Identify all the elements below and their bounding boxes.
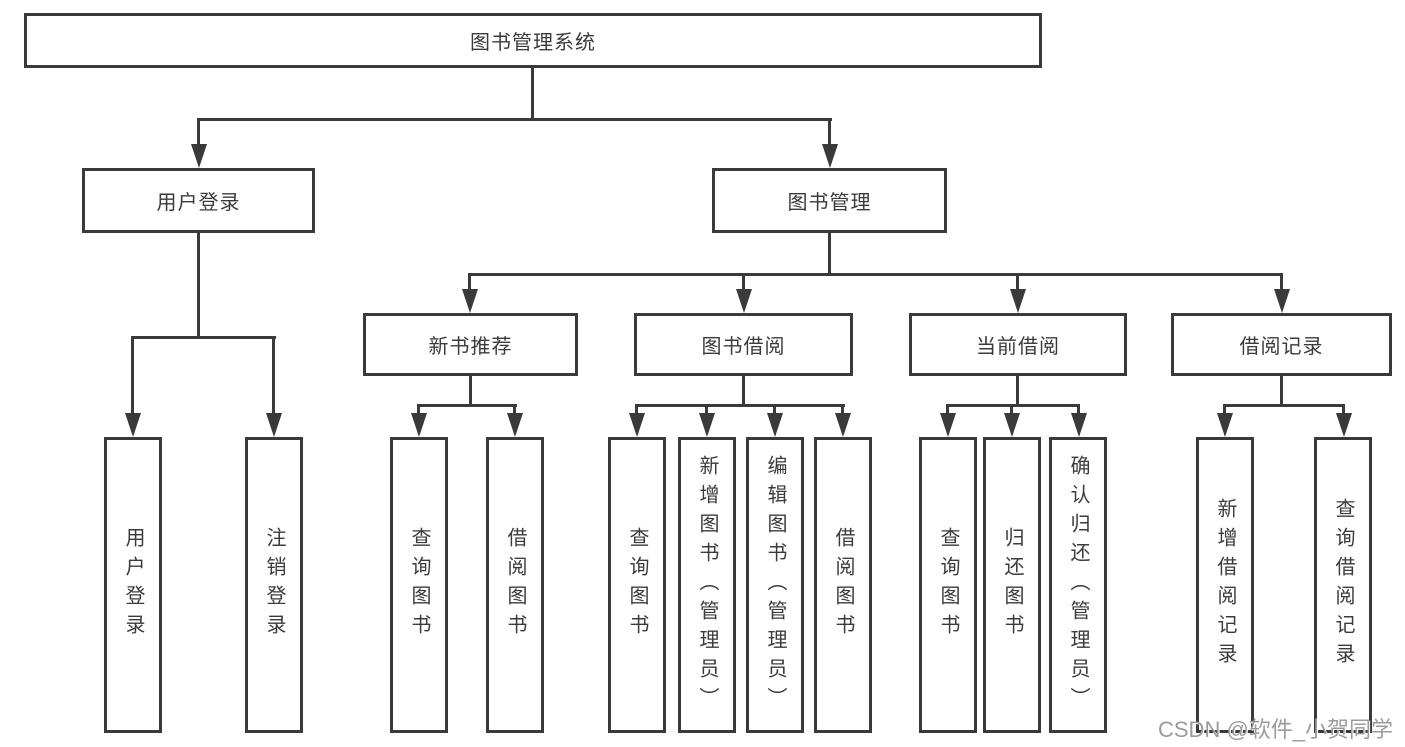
csdn-watermark: CSDN @软件_小贺同学 (1158, 717, 1394, 742)
connector-stem (742, 376, 745, 407)
connector-rail (635, 404, 845, 407)
node-new-book-recommend-label: 新书推荐 (428, 336, 513, 358)
leaf-return-books: 归还图书 (983, 437, 1041, 733)
leaf-add-borrow-record-label: 新增借阅记录 (1214, 498, 1236, 672)
connector-shaft (1342, 404, 1345, 415)
connector-shaft (635, 404, 638, 415)
leaf-edit-books-admin-label: 编辑图书（管理员） (764, 454, 786, 716)
leaf-query-borrow-record-label: 查询借阅记录 (1332, 498, 1354, 672)
node-book-borrow: 图书借阅 (634, 313, 853, 376)
arrow-down-icon (125, 413, 141, 437)
arrow-down-icon (629, 413, 645, 437)
leaf-query-books-borrow: 查询图书 (608, 437, 666, 733)
leaf-query-books-current-label: 查询图书 (937, 527, 959, 643)
connector-shaft (742, 273, 745, 291)
arrow-down-icon (822, 144, 838, 168)
node-borrow-record: 借阅记录 (1171, 313, 1392, 376)
connector-stem (469, 376, 472, 407)
arrow-down-icon (1336, 413, 1352, 437)
connector-shaft (131, 336, 134, 415)
node-user-login-label: 用户登录 (156, 192, 241, 214)
connector-stem (197, 233, 200, 336)
connector-rail (946, 404, 1080, 407)
arrow-down-icon (767, 413, 783, 437)
leaf-borrow-books-recommend: 借阅图书 (486, 437, 544, 733)
node-current-borrow: 当前借阅 (909, 313, 1127, 376)
connector-shaft (417, 404, 420, 415)
arrow-down-icon (1071, 413, 1087, 437)
connector-stem (1016, 376, 1019, 407)
connector-shaft (272, 336, 275, 415)
node-book-management: 图书管理 (712, 168, 947, 233)
connector-root-rail (198, 118, 832, 121)
leaf-query-books-recommend-label: 查询图书 (408, 527, 430, 643)
connector-rail (468, 273, 1283, 276)
connector-stem (1280, 376, 1283, 407)
connector-shaft (197, 118, 200, 146)
leaf-confirm-return-admin-label: 确认归还（管理员） (1067, 454, 1089, 716)
leaf-add-books-admin: 新增图书（管理员） (678, 437, 736, 733)
connector-shaft (946, 404, 949, 415)
connector-shaft (1016, 273, 1019, 291)
leaf-query-books-recommend: 查询图书 (390, 437, 448, 733)
leaf-add-borrow-record: 新增借阅记录 (1196, 437, 1254, 733)
connector-rail (417, 404, 517, 407)
arrow-down-icon (462, 289, 478, 313)
arrow-down-icon (507, 413, 523, 437)
leaf-user-login-label: 用户登录 (122, 527, 144, 643)
node-root-label: 图书管理系统 (470, 32, 596, 54)
arrow-down-icon (1010, 289, 1026, 313)
connector-rail (131, 336, 276, 339)
arrow-down-icon (266, 413, 282, 437)
leaf-logout-label: 注销登录 (263, 527, 285, 643)
leaf-add-books-admin-label: 新增图书（管理员） (696, 454, 718, 716)
leaf-return-books-label: 归还图书 (1001, 527, 1023, 643)
connector-shaft (841, 404, 844, 415)
node-book-borrow-label: 图书借阅 (701, 336, 786, 358)
connector-shaft (1077, 404, 1080, 415)
node-new-book-recommend: 新书推荐 (363, 313, 578, 376)
node-root: 图书管理系统 (24, 13, 1042, 68)
node-book-management-label: 图书管理 (787, 192, 872, 214)
connector-shaft (468, 273, 471, 291)
arrow-down-icon (411, 413, 427, 437)
leaf-query-books-current: 查询图书 (919, 437, 977, 733)
arrow-down-icon (191, 144, 207, 168)
connector-stem (828, 233, 831, 273)
leaf-borrow-books: 借阅图书 (814, 437, 872, 733)
leaf-confirm-return-admin: 确认归还（管理员） (1049, 437, 1107, 733)
connector-rail (1223, 404, 1345, 407)
arrow-down-icon (736, 289, 752, 313)
connector-shaft (1223, 404, 1226, 415)
node-current-borrow-label: 当前借阅 (976, 336, 1060, 358)
arrow-down-icon (1274, 289, 1290, 313)
connector-shaft (513, 404, 516, 415)
connector-shaft (773, 404, 776, 415)
node-borrow-record-label: 借阅记录 (1239, 336, 1324, 358)
node-user-login: 用户登录 (82, 168, 315, 233)
leaf-logout: 注销登录 (245, 437, 303, 733)
leaf-query-borrow-record: 查询借阅记录 (1314, 437, 1372, 733)
arrow-down-icon (940, 413, 956, 437)
leaf-edit-books-admin: 编辑图书（管理员） (746, 437, 804, 733)
connector-shaft (1010, 404, 1013, 415)
leaf-query-books-borrow-label: 查询图书 (626, 527, 648, 643)
arrow-down-icon (1004, 413, 1020, 437)
leaf-user-login: 用户登录 (104, 437, 162, 733)
connector-root-stem (531, 68, 534, 118)
connector-shaft (828, 118, 831, 146)
connector-shaft (1280, 273, 1283, 291)
arrow-down-icon (1217, 413, 1233, 437)
leaf-borrow-books-recommend-label: 借阅图书 (504, 527, 526, 643)
leaf-borrow-books-label: 借阅图书 (832, 527, 854, 643)
arrow-down-icon (835, 413, 851, 437)
arrow-down-icon (699, 413, 715, 437)
connector-shaft (705, 404, 708, 415)
